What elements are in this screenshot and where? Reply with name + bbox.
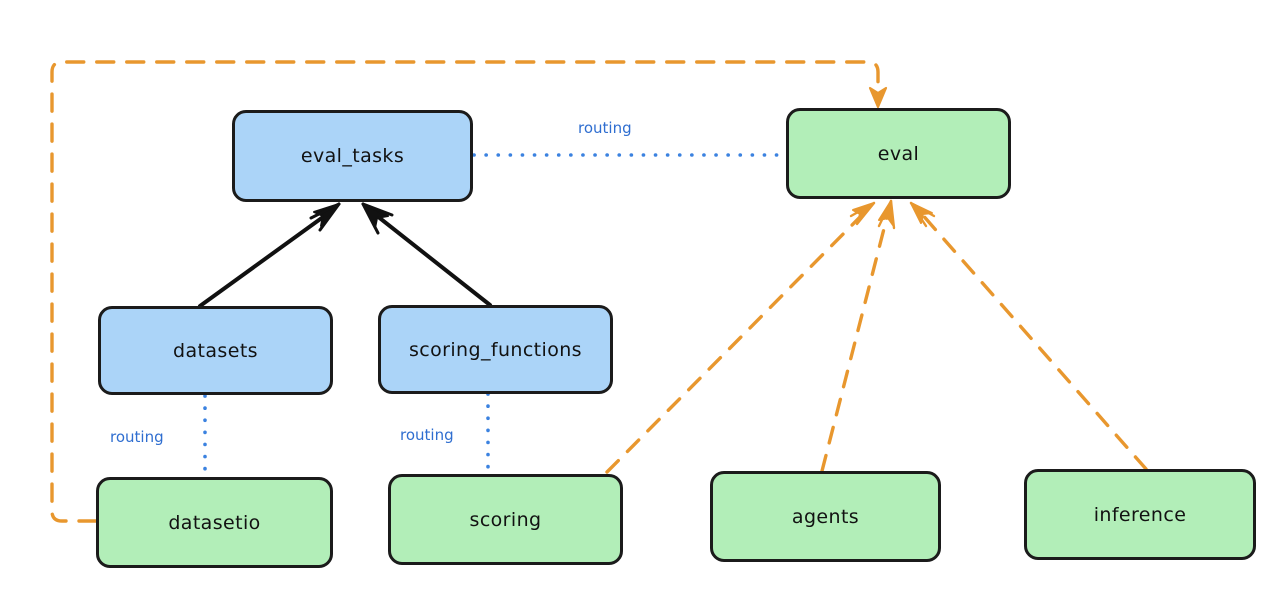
node-inference[interactable]: inference bbox=[1024, 469, 1256, 560]
edge-inference-to-eval bbox=[909, 201, 1148, 471]
node-label: eval bbox=[877, 142, 920, 165]
node-label: eval_tasks bbox=[300, 145, 405, 167]
edge-label-routing-eval-tasks-eval: routing bbox=[578, 119, 632, 137]
edge-scoring-to-eval bbox=[605, 201, 876, 474]
node-eval[interactable]: eval bbox=[786, 108, 1011, 199]
node-label: scoring_functions bbox=[409, 338, 582, 361]
edge-scoring_functions-to-eval_tasks bbox=[361, 202, 492, 307]
node-scoring[interactable]: scoring bbox=[388, 474, 623, 565]
node-eval-tasks[interactable]: eval_tasks bbox=[232, 110, 473, 202]
node-label: datasets bbox=[173, 339, 258, 362]
node-scoring-functions[interactable]: scoring_functions bbox=[378, 305, 613, 394]
node-datasetio[interactable]: datasetio bbox=[96, 477, 333, 568]
node-label: datasetio bbox=[168, 511, 261, 534]
node-label: inference bbox=[1093, 503, 1187, 526]
edge-agents-to-eval bbox=[820, 199, 896, 473]
node-agents[interactable]: agents bbox=[710, 471, 941, 562]
edge-label-routing-scoring-functions-scoring: routing bbox=[400, 426, 454, 444]
node-datasets[interactable]: datasets bbox=[98, 306, 333, 395]
edge-datasetio-to-eval bbox=[50, 60, 888, 523]
node-label: scoring bbox=[469, 508, 542, 531]
edge-label-routing-datasets-datasetio: routing bbox=[110, 428, 164, 446]
edge-datasets-to-eval_tasks bbox=[198, 202, 341, 308]
node-label: agents bbox=[791, 505, 860, 528]
